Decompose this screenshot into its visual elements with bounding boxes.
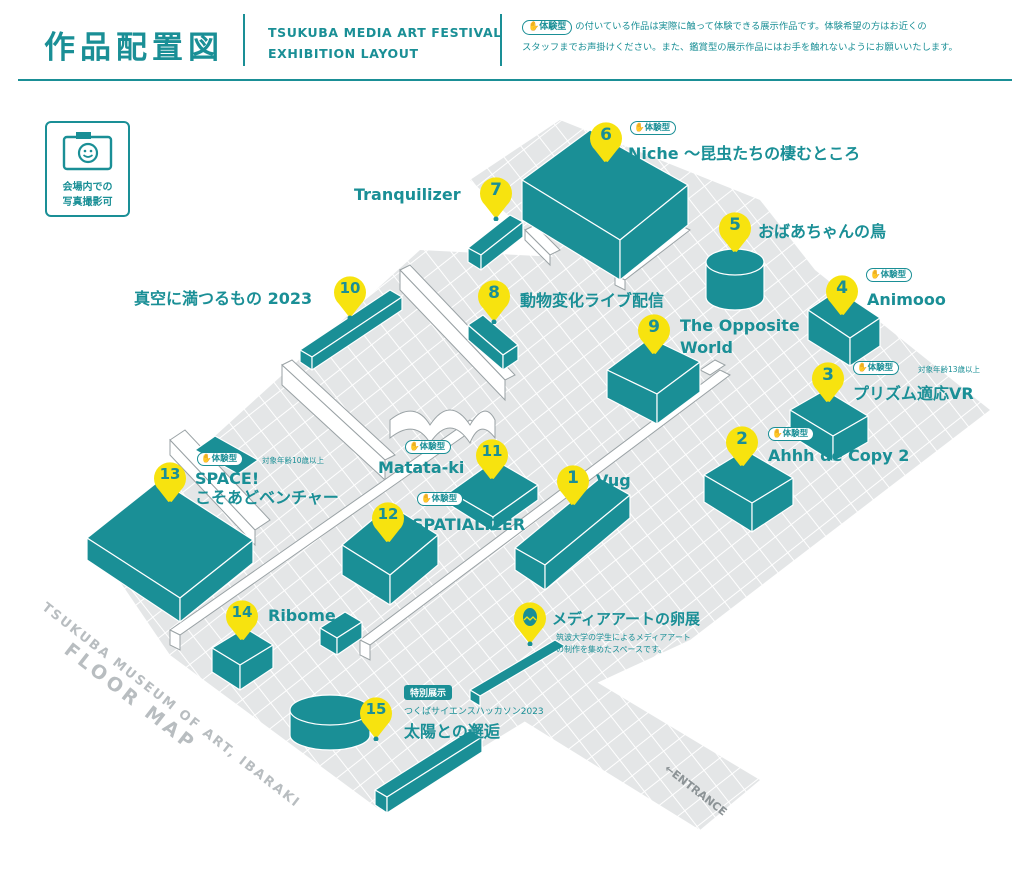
exhibit-15-title: 太陽との邂逅 <box>404 722 500 741</box>
photo-notice-line1: 会場内での <box>62 182 113 193</box>
exhibit-10-title: 真空に満つるもの 2023 <box>134 289 313 308</box>
page-title: 作品配置図 <box>44 30 224 66</box>
pin-12[interactable]: 12 <box>370 500 406 547</box>
exhibit-8-title: 動物変化ライブ配信 <box>520 291 665 310</box>
experience-badge: ✋体験型 <box>405 440 452 454</box>
pin-5[interactable]: 5 <box>717 210 753 257</box>
pin-3[interactable]: 3 <box>810 360 846 407</box>
experience-note: ✋体験型の付いている作品は実際に触って体験できる展示作品です。体験希望の方はお近… <box>522 16 1002 58</box>
egg-exhibition-title: メディアアートの卵展 <box>552 610 701 628</box>
pin-10[interactable]: 10 <box>332 274 368 321</box>
camera-icon <box>62 132 113 171</box>
pin-egg[interactable] <box>512 600 548 647</box>
exhibit-6-title: Niche ～昆虫たちの棲むところ <box>628 144 861 163</box>
floor-area-entrance <box>490 660 760 830</box>
exhibit-2-title: Ahhh de Copy 2 <box>768 446 910 465</box>
experience-badge: ✋体験型 <box>522 20 573 35</box>
pin-15[interactable]: 15 <box>358 695 394 742</box>
experience-badge: ✋体験型 <box>853 361 900 375</box>
pin-8[interactable]: 8 <box>476 278 512 325</box>
exhibit-3-age: 対象年齢13歳以上 <box>918 365 981 374</box>
exhibit-7-title: Tranquilizer <box>354 185 461 204</box>
note-line2: スタッフまでお声掛けください。また、鑑賞型の展示作品にはお手を触れないようにお願… <box>522 42 958 53</box>
header-divider <box>500 14 502 66</box>
exhibit-11-title: Matata-ki <box>378 458 465 477</box>
exhibit-13-title: SPACE! こそあどベンチャー <box>195 469 339 507</box>
experience-badge: ✋体験型 <box>197 452 244 466</box>
special-exhibit-tag: 特別展示 <box>404 685 453 700</box>
photo-notice-line2: 写真撮影可 <box>62 197 113 208</box>
pin-6[interactable]: 6 <box>588 120 624 167</box>
exhibit-5-title: おばあちゃんの鳥 <box>758 222 887 241</box>
egg-exhibition-desc: 筑波大学の学生によるメディアアート の制作を集めたスペースです。 <box>556 633 691 654</box>
experience-badge: ✋体験型 <box>417 492 464 506</box>
exhibit-1-title: Vug <box>596 471 631 490</box>
exhibit-14-title: Ribome <box>268 606 336 625</box>
pin-4[interactable]: 4 <box>824 273 860 320</box>
pin-9[interactable]: 9 <box>636 312 672 359</box>
header-divider <box>243 14 245 66</box>
pin-13[interactable]: 13 <box>152 460 188 507</box>
experience-badge: ✋体験型 <box>630 121 677 135</box>
exhibit-12-title: SPATIALIZER <box>412 515 526 534</box>
pin-7[interactable]: 7 <box>478 175 514 222</box>
exhibit-15-subtitle: つくばサイエンスハッカソン2023 <box>404 707 544 717</box>
title-en: TSUKUBA MEDIA ART FESTIVAL EXHIBITION LA… <box>268 22 502 64</box>
pin-1[interactable]: 1 <box>555 463 591 510</box>
photo-allowed-notice: 会場内での 写真撮影可 <box>45 121 130 217</box>
pin-11[interactable]: 11 <box>474 437 510 484</box>
header-rule <box>18 79 1012 81</box>
pin-14[interactable]: 14 <box>224 598 260 645</box>
pin-2[interactable]: 2 <box>724 424 760 471</box>
exhibit-9-title: The Opposite World <box>680 316 800 357</box>
title-en-line1: TSUKUBA MEDIA ART FESTIVAL <box>268 25 502 40</box>
experience-badge: ✋体験型 <box>866 268 913 282</box>
experience-badge: ✋体験型 <box>768 427 815 441</box>
title-en-line2: EXHIBITION LAYOUT <box>268 46 419 61</box>
egg-icon <box>514 602 546 647</box>
exhibit-13-age: 対象年齢10歳以上 <box>262 456 325 465</box>
note-line1: の付いている作品は実際に触って体験できる展示作品です。体験希望の方はお近くの <box>575 21 927 32</box>
exhibit-3-title: プリズム適応VR <box>853 384 974 403</box>
exhibit-4-title: Animooo <box>867 290 946 309</box>
